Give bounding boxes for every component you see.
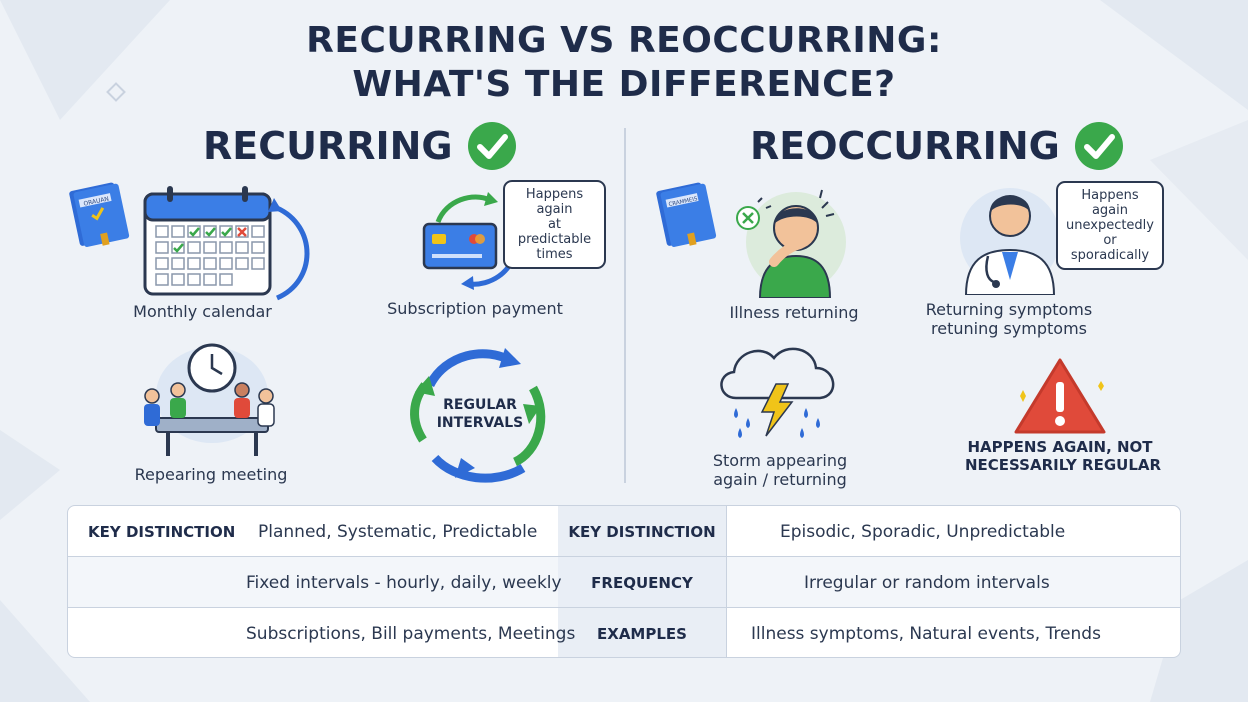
- bubble-line: at predictable: [517, 217, 592, 247]
- comparison-table: KEY DISTINCTION Planned, Systematic, Pre…: [67, 505, 1181, 658]
- speech-bubble-sporadic: Happens again unexpectedly or sporadical…: [1056, 181, 1164, 270]
- cycle-arrows-icon: [410, 348, 546, 483]
- table-column-divider: [726, 506, 727, 657]
- table-row: Subscriptions, Bill payments, Meetings E…: [68, 608, 1180, 657]
- intervals-label: REGULAR INTERVALS: [428, 396, 532, 432]
- bubble-line: Happens again: [1081, 188, 1139, 218]
- symptoms-caption-line: retuning symptoms: [931, 319, 1087, 338]
- symptoms-caption-line: Returning symptoms: [925, 300, 1093, 319]
- table-row: Fixed intervals - hourly, daily, weekly …: [68, 557, 1180, 608]
- table-row-shade: [68, 557, 1180, 608]
- book-icon: ORAUAN: [69, 182, 130, 247]
- speech-bubble-predictable: Happens again at predictable times: [503, 180, 606, 269]
- row-value-left: Subscriptions, Bill payments, Meetings: [246, 623, 576, 644]
- row-label-right: FREQUENCY: [591, 573, 693, 592]
- warning-caption: HAPPENS AGAIN, NOT NECESSARILY REGULAR: [965, 438, 1162, 474]
- bubble-line: sporadically: [1070, 248, 1150, 263]
- meeting-icon: [144, 343, 275, 456]
- check-circle-icon: [1074, 122, 1123, 170]
- doctor-icon: [960, 188, 1060, 295]
- intervals-label-line: INTERVALS: [436, 415, 524, 431]
- credit-card-icon: [422, 192, 517, 290]
- check-circle-icon: [467, 122, 516, 170]
- row-value-left: Planned, Systematic, Predictable: [258, 521, 538, 542]
- recurring-heading-text: RECURRING: [203, 124, 453, 168]
- storm-cloud-icon: [720, 347, 835, 438]
- row-value-right: Illness symptoms, Natural events, Trends: [751, 623, 1101, 644]
- calendar-caption: Monthly calendar: [133, 302, 272, 321]
- reoccurring-heading: REOCCURRING: [750, 120, 1124, 172]
- sick-person-icon: [736, 189, 846, 298]
- meeting-caption: Repearing meeting: [134, 465, 288, 484]
- bubble-line: unexpectedly or: [1066, 218, 1154, 248]
- illness-caption: Illness returning: [729, 303, 859, 322]
- warning-icon: [1014, 358, 1106, 434]
- recurring-heading: RECURRING: [203, 120, 517, 172]
- bubble-line: Happens again: [525, 187, 584, 217]
- intervals-label-line: REGULAR: [443, 397, 517, 413]
- storm-caption: Storm appearing again / returning: [705, 451, 855, 489]
- row-value-right: Irregular or random intervals: [804, 572, 1050, 593]
- page-title-line1: RECURRING VS REOCCURRING:: [306, 20, 942, 61]
- row-label-left: KEY DISTINCTION: [88, 522, 236, 541]
- row-value-right: Episodic, Sporadic, Unpredictable: [780, 521, 1066, 542]
- storm-caption-line: Storm appearing: [712, 451, 848, 470]
- warning-caption-line: HAPPENS AGAIN, NOT: [967, 438, 1153, 456]
- calendar-icon: [143, 186, 310, 301]
- book-icon: CRAMMEIS: [656, 182, 717, 247]
- symptoms-caption: Returning symptoms retuning symptoms: [918, 300, 1100, 338]
- bubble-line: times: [536, 247, 573, 262]
- row-value-left: Fixed intervals - hourly, daily, weekly: [246, 572, 562, 593]
- table-row: KEY DISTINCTION Planned, Systematic, Pre…: [68, 506, 1180, 557]
- row-label-right: EXAMPLES: [597, 624, 687, 643]
- payment-caption: Subscription payment: [387, 299, 563, 318]
- column-divider: [624, 128, 626, 483]
- page-title-line2: WHAT'S THE DIFFERENCE?: [352, 64, 896, 105]
- storm-caption-line: again / returning: [713, 470, 847, 489]
- warning-caption-line: NECESSARILY REGULAR: [965, 456, 1162, 474]
- row-label-right: KEY DISTINCTION: [568, 522, 716, 541]
- reoccurring-heading-text: REOCCURRING: [750, 124, 1060, 168]
